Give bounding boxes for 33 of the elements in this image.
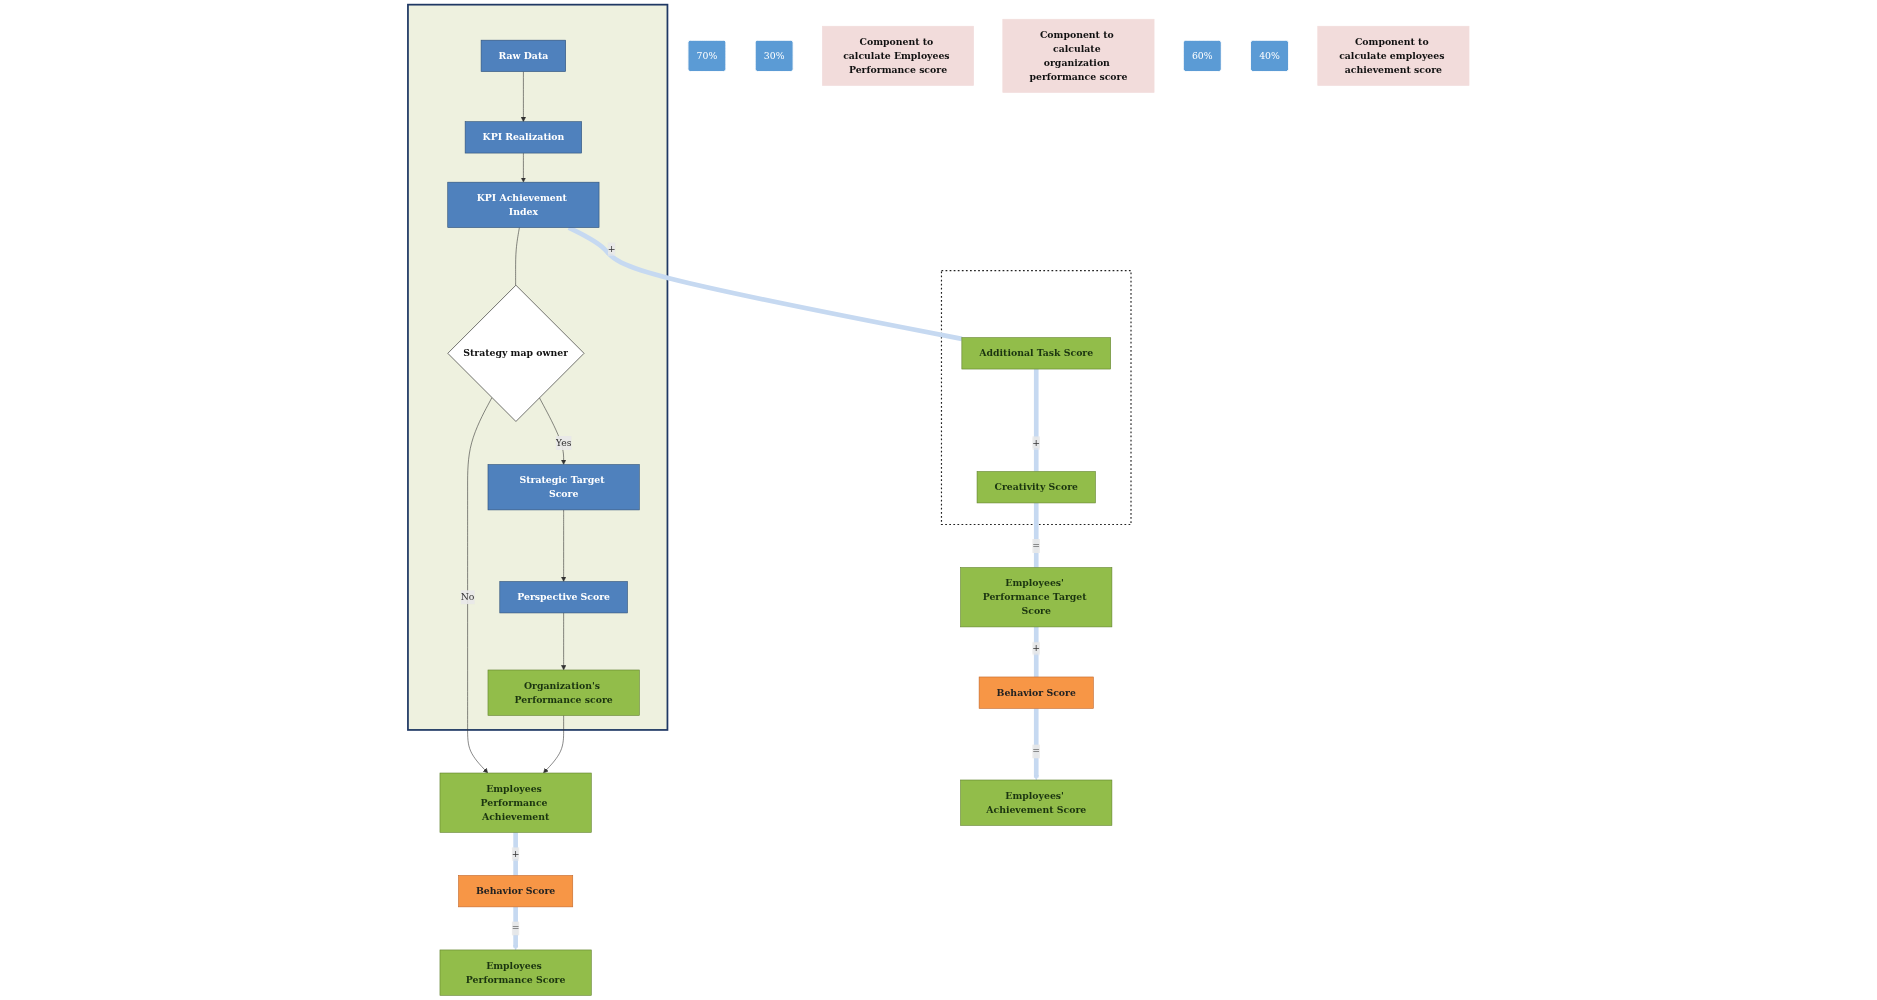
node-box: Organization's Performance score [487, 669, 640, 716]
node-box: Behavior Score [458, 875, 574, 908]
node-box: Employees' Performance Target Score [960, 567, 1113, 628]
arrow [513, 906, 519, 951]
edge-label: Yes [555, 437, 572, 449]
connector [1033, 502, 1039, 568]
node-box: Creativity Score [976, 471, 1096, 504]
node-box: Employees' Achievement Score [960, 779, 1113, 826]
node-box: Raw Data [480, 39, 566, 72]
node-box: Strategic Target Score [487, 464, 640, 511]
edge-label: No [460, 591, 475, 603]
edge-label: = [1032, 745, 1041, 757]
edge-label: + [607, 243, 616, 255]
node-diamond: Strategy map owner [447, 284, 585, 422]
node-box: KPI Achievement Index [447, 181, 600, 228]
node-box: Component to calculate organization performance score [1002, 18, 1155, 93]
cluster [407, 3, 669, 731]
edge-label: + [1032, 642, 1041, 654]
node-box: Employees Performance Achievement [439, 772, 592, 833]
node-box: Perspective Score [499, 581, 628, 614]
cluster [940, 270, 1132, 526]
edge-label: = [511, 922, 520, 934]
connector [515, 227, 520, 286]
edge-label: = [1032, 540, 1041, 552]
node-box: Additional Task Score [961, 337, 1111, 370]
node-box: Component to calculate employees achievement score [1317, 25, 1470, 86]
node-box: Behavior Score [978, 676, 1094, 709]
edge-label: + [1032, 437, 1041, 449]
node-box: Component to calculate Employees Performance score [822, 25, 974, 86]
node-box: Employees Performance Score [439, 949, 592, 996]
arrow [1033, 708, 1039, 781]
node-box: KPI Realization [464, 121, 582, 154]
edge-label: + [511, 848, 520, 860]
